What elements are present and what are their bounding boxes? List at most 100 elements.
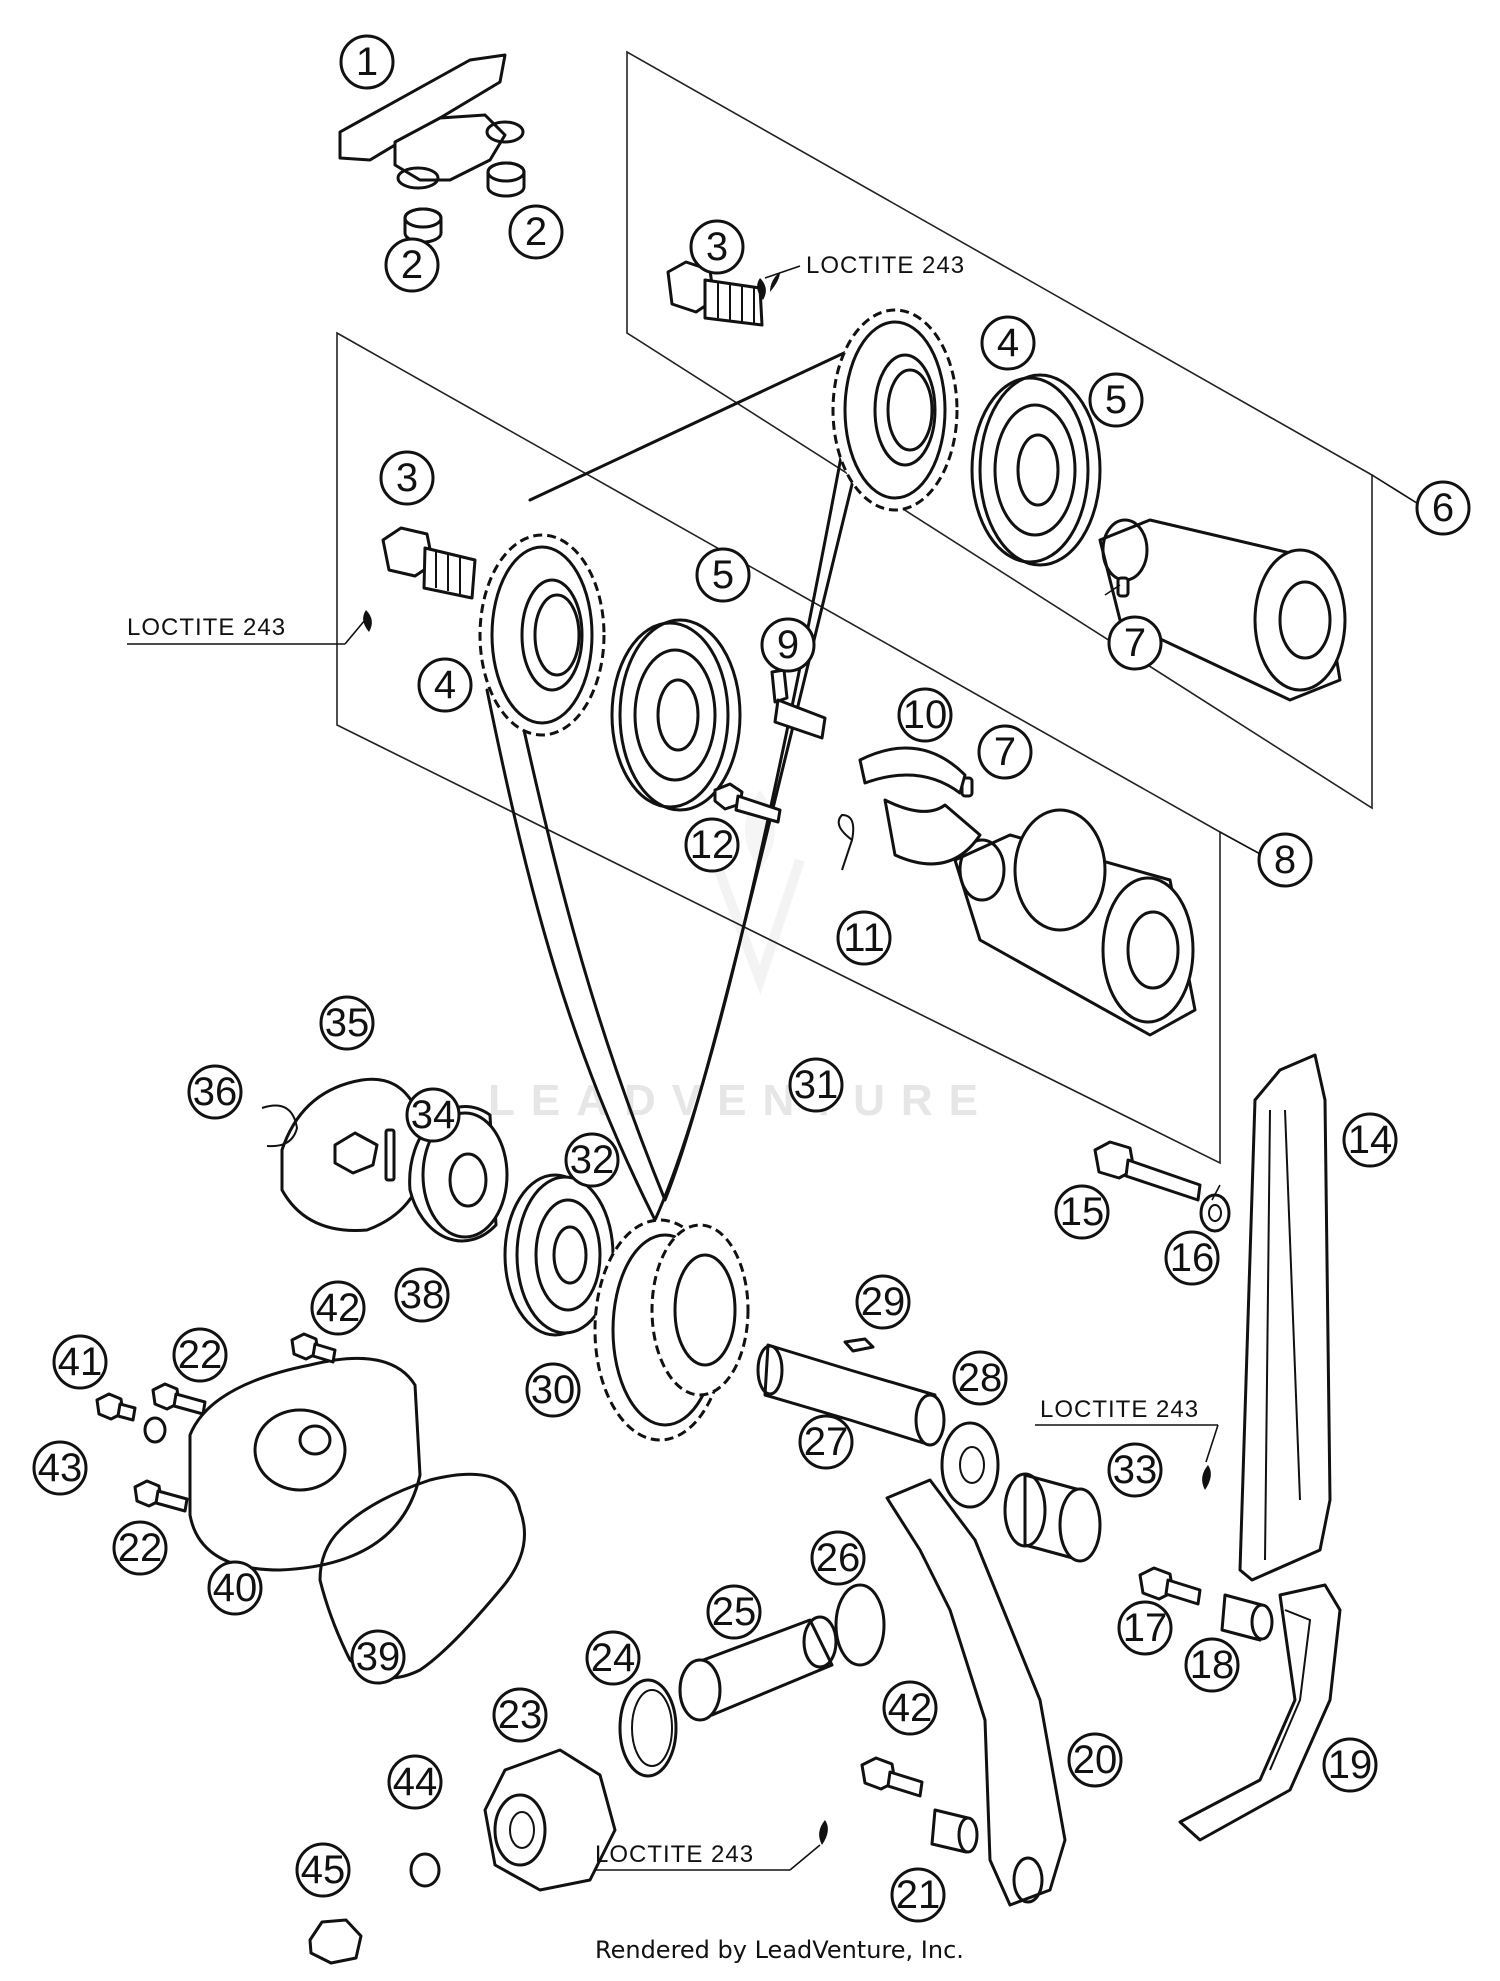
svg-text:23: 23 (498, 1693, 543, 1737)
svg-text:8: 8 (1274, 838, 1296, 882)
svg-text:12: 12 (690, 823, 735, 867)
part-39-gasket (318, 1472, 526, 1680)
part-2-sleeves (403, 161, 526, 244)
callout-32: 32 (564, 1132, 620, 1188)
loctite-note-bottom: LOCTITE 243 (595, 1841, 821, 1871)
callout-2: 2 (508, 204, 564, 260)
callout-40: 40 (207, 1560, 263, 1616)
svg-text:14: 14 (1348, 1118, 1393, 1162)
callout-23: 23 (492, 1687, 548, 1743)
callout-28: 28 (952, 1350, 1008, 1406)
callout-12: 12 (684, 817, 740, 873)
loctite-label-right: LOCTITE 243 (1040, 1396, 1199, 1423)
callout-7: 7 (1107, 615, 1163, 671)
callout-3: 3 (689, 219, 745, 275)
part-18-sleeve (1220, 1593, 1274, 1642)
part-41-bolt (95, 1392, 137, 1422)
callout-29: 29 (855, 1274, 911, 1330)
svg-text:2: 2 (401, 243, 423, 287)
part-33-needle-bearing (1003, 1472, 1102, 1563)
callout-4: 4 (980, 315, 1036, 371)
frame-intake-camshaft (336, 331, 1221, 1165)
callout-17: 17 (1117, 1600, 1173, 1656)
callout-15: 15 (1054, 1184, 1110, 1240)
part-16-washer (1199, 1193, 1231, 1233)
svg-text:19: 19 (1328, 1743, 1373, 1787)
svg-text:45: 45 (301, 1848, 346, 1892)
callout-25: 25 (706, 1584, 762, 1640)
svg-text:2: 2 (525, 210, 547, 254)
callout-39: 39 (350, 1629, 406, 1685)
svg-text:1: 1 (356, 40, 378, 84)
svg-text:41: 41 (58, 1340, 103, 1384)
callout-26: 26 (810, 1530, 866, 1586)
svg-text:22: 22 (178, 1333, 223, 1377)
part-3-bolt-lower (363, 526, 477, 632)
loctite-label-bottom: LOCTITE 243 (595, 1841, 754, 1868)
loctite-drop-icon-top (757, 278, 766, 300)
part-8-camshaft-intake (953, 808, 1197, 1037)
part-42-bolt-lower (860, 1756, 924, 1798)
part-27-shaft (756, 1343, 946, 1447)
callout-31: 31 (788, 1057, 844, 1113)
part-6-camshaft-exhaust (1098, 518, 1347, 702)
callout-14: 14 (1342, 1112, 1398, 1168)
loctite-label-top: LOCTITE 243 (806, 252, 965, 279)
watermark-logo (710, 790, 805, 995)
callout-42: 42 (310, 1280, 366, 1336)
part-45-plug (308, 1918, 363, 1965)
callout-4: 4 (417, 657, 473, 713)
svg-text:32: 32 (570, 1138, 615, 1182)
part-5-bearing-lower (610, 618, 742, 812)
part-25-tensioner-plunger (678, 1615, 838, 1722)
callout-33: 33 (1107, 1442, 1163, 1498)
part-30-crank-sprocket (593, 1218, 750, 1442)
svg-text:25: 25 (712, 1590, 757, 1634)
callout-5: 5 (1088, 372, 1144, 428)
part-43-washer (143, 1416, 167, 1444)
callouts: 1 2 2 3 3 4 4 5 5 6 7 7 8 9 10 11 12 14 … (32, 34, 1471, 1923)
svg-text:7: 7 (1124, 621, 1146, 665)
loctite-label-left: LOCTITE 243 (127, 614, 286, 641)
part-7-dowel-pins (960, 576, 1130, 798)
callout-21: 21 (890, 1867, 946, 1923)
watermark: LEADVENTURE (488, 790, 978, 1125)
svg-text:42: 42 (888, 1686, 933, 1730)
timing-chain (485, 336, 882, 1222)
loctite-drop-icon-lower (819, 1820, 828, 1845)
callout-11: 11 (836, 910, 892, 966)
svg-text:44: 44 (393, 1760, 438, 1804)
callout-27: 27 (798, 1414, 854, 1470)
svg-text:15: 15 (1060, 1190, 1105, 1234)
svg-text:29: 29 (861, 1280, 906, 1324)
part-3-bolt-upper (666, 260, 780, 327)
svg-text:36: 36 (193, 1070, 238, 1114)
callout-44: 44 (387, 1754, 443, 1810)
svg-text:16: 16 (1170, 1236, 1215, 1280)
svg-text:24: 24 (591, 1636, 636, 1680)
loctite-drop-icon (1202, 1465, 1211, 1490)
footer-credit: Rendered by LeadVenture, Inc. (595, 1936, 964, 1964)
part-14-tensioner-rail (1238, 1053, 1332, 1582)
part-40-pump-cover (188, 1356, 422, 1572)
part-5-bearing-upper (970, 373, 1102, 567)
part-4-sprocket-lower (478, 533, 606, 737)
svg-text:11: 11 (843, 916, 885, 960)
callout-leaders (1104, 584, 1221, 1201)
callout-1: 1 (339, 34, 395, 90)
part-22-bolts (133, 1382, 207, 1513)
part-32-bearing (503, 1173, 615, 1337)
callout-9: 9 (760, 617, 816, 673)
callout-41: 41 (52, 1334, 108, 1390)
part-42-bolt-upper (290, 1332, 337, 1364)
svg-text:10: 10 (903, 693, 948, 737)
callout-16: 16 (1164, 1230, 1220, 1286)
part-28-washer (940, 1421, 1000, 1509)
callout-38: 38 (394, 1267, 450, 1323)
svg-text:5: 5 (1105, 378, 1127, 422)
svg-text:42: 42 (316, 1286, 361, 1330)
svg-text:4: 4 (997, 321, 1019, 365)
part-36-circlip (261, 1104, 299, 1148)
svg-text:40: 40 (213, 1566, 258, 1610)
svg-text:43: 43 (38, 1446, 83, 1490)
